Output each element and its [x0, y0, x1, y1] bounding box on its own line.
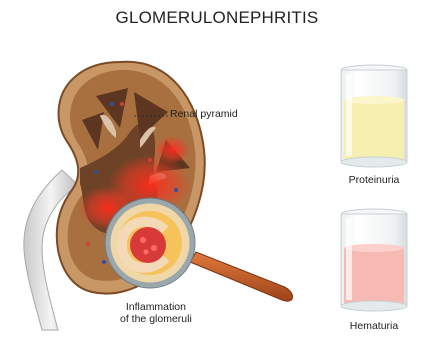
hematuria-glass — [341, 209, 407, 311]
inflammation-label-line2: of the glomeruli — [120, 313, 192, 325]
inflammation-label-line1: Inflammation — [120, 301, 192, 313]
magnifier-handle — [190, 252, 293, 301]
hematuria-label: Hematuria — [337, 320, 411, 332]
proteinuria-label: Proteinuria — [337, 174, 411, 186]
proteinuria-glass — [341, 65, 407, 167]
inflammation-glow-3 — [154, 136, 190, 164]
inflammation-label: Inflammation of the glomeruli — [120, 301, 192, 325]
renal-pyramid-label: Renal pyramid — [170, 108, 238, 120]
